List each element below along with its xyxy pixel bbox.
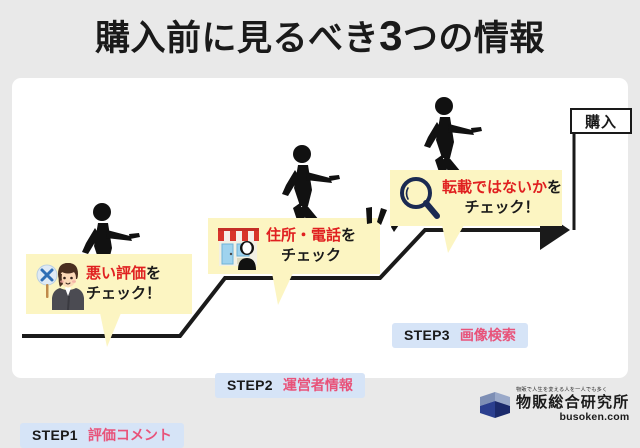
purchase-goal-box: 購入 [570, 108, 632, 134]
step-text-3: 画像検索 [459, 327, 516, 343]
title-lead: 購入前に見るべき [95, 19, 380, 58]
speech-bubble-3: 転載ではないかを チェック！ [390, 170, 562, 226]
bubble-3-highlight: 転載ではないか [442, 179, 548, 196]
title-trail: つの情報 [402, 19, 545, 58]
step-number-1: STEP1 [32, 427, 78, 443]
bubble-1-line2: チェック！ [86, 285, 162, 302]
speech-bubble-2: 住所・電話を チェック [208, 207, 401, 274]
bubble-2-highlight: 住所・電話 [266, 227, 342, 244]
magnifying-glass-icon [400, 177, 440, 219]
step-label-3: STEP3 画像検索 [392, 323, 528, 348]
bubble-1-rest: を [146, 265, 162, 282]
step-number-2: STEP2 [227, 377, 273, 393]
step-label-2: STEP2 運営者情報 [215, 373, 365, 398]
step-text-2: 運営者情報 [282, 377, 353, 393]
bubble-2-line2: チェック [281, 247, 342, 264]
logo-mark-icon [480, 392, 510, 418]
storefront-icon [218, 228, 259, 270]
bubble-3-line2: チェック！ [464, 199, 540, 216]
slide-root: 購入前に見るべき3つの情報 [0, 8, 640, 448]
logo-tagline: 物販で人生を変える人を一人でも多く [516, 387, 608, 393]
bubble-1-highlight: 悪い評価 [86, 265, 147, 282]
bubble-2-rest: を [341, 227, 357, 244]
title-number: 3 [379, 12, 403, 59]
bubble-tail-2 [272, 273, 293, 305]
bubble-tail-1 [100, 313, 121, 347]
bubble-text-1: 悪い評価を チェック！ [86, 264, 161, 304]
bubble-tail-3 [442, 225, 464, 253]
bubble-text-2: 住所・電話を チェック [266, 226, 356, 266]
brand-logo: 物販で人生を変える人を一人でも多く 物販総合研究所 busoken.com [478, 387, 636, 423]
speech-bubble-1: 悪い評価を チェック！ [26, 254, 192, 314]
bubble-text-3: 転載ではないかを チェック！ [442, 178, 562, 218]
page-title: 購入前に見るべき3つの情報 [0, 8, 640, 67]
logo-name: 物販総合研究所 [516, 394, 630, 411]
step-number-3: STEP3 [404, 327, 450, 343]
step-label-1: STEP1 評価コメント [20, 423, 184, 448]
bubble-3-rest: を [547, 179, 563, 196]
woman-with-x-sign-icon [36, 263, 84, 310]
step-text-1: 評価コメント [87, 427, 172, 443]
logo-url: busoken.com [559, 411, 630, 423]
content-card: STEP1 評価コメント STEP2 運営者情報 STEP3 画像検索 [12, 78, 628, 448]
